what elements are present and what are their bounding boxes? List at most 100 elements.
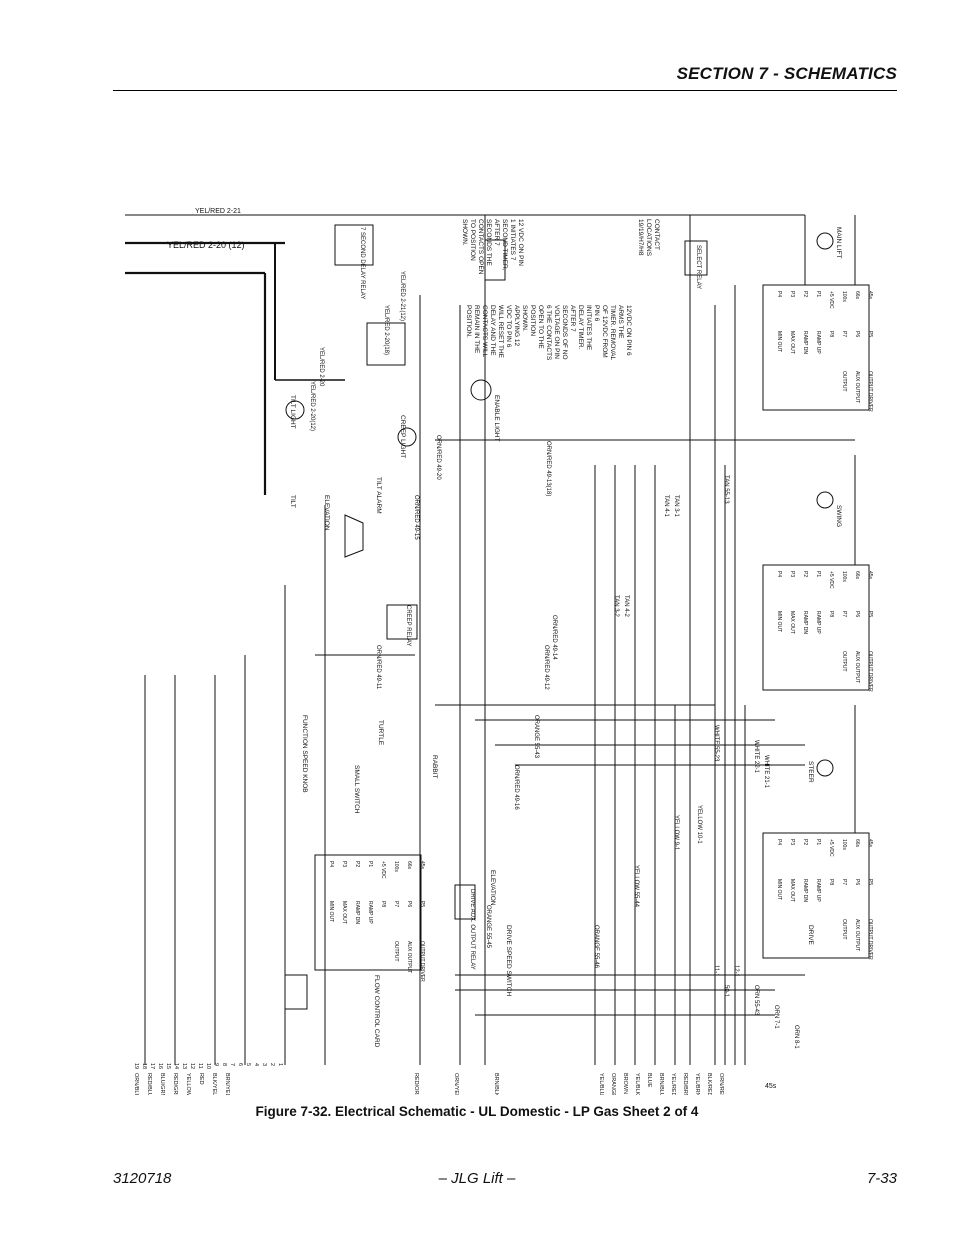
driver-card-text: P4 bbox=[328, 861, 334, 867]
function-label: FLOW CONTROL CARD bbox=[373, 975, 380, 1048]
driver-card-text: P2 bbox=[802, 571, 808, 577]
wire-label: 12-1 bbox=[733, 965, 739, 978]
driver-card-text: P6 bbox=[854, 879, 860, 885]
driver-card-text: 100s bbox=[841, 571, 847, 582]
document-number: 3120718 bbox=[113, 1170, 172, 1187]
schematic-note: DELAY TIMER. bbox=[577, 305, 584, 350]
driver-card-text: RAMP UP bbox=[815, 611, 821, 634]
wire-label: ORN/RED 49-20 bbox=[435, 435, 441, 480]
driver-card-text: MIN OUT bbox=[776, 611, 782, 632]
driver-card-text: MIN OUT bbox=[776, 879, 782, 900]
schematic-note: 1 INITIATES 7 bbox=[509, 219, 516, 261]
wire-color-code: YEL/RED bbox=[670, 1073, 676, 1095]
wire-color-code: BLK/YEL bbox=[211, 1073, 217, 1095]
footer-brand: – JLG Lift – bbox=[438, 1170, 516, 1187]
driver-card-text: 45s bbox=[867, 839, 873, 848]
function-label: ELEVATION bbox=[489, 870, 496, 906]
driver-card-text: P5 bbox=[867, 879, 873, 885]
wire-label: ORANGE 55-45 bbox=[485, 905, 491, 949]
relay-label: CREEP RELAY bbox=[405, 605, 411, 646]
driver-card-text: P8 bbox=[380, 901, 386, 907]
driver-card-text: P2 bbox=[802, 839, 808, 845]
function-label: FUNCTION SPEED KNOB bbox=[301, 715, 308, 793]
wire-label: ORN/RED 49-15 bbox=[413, 495, 419, 540]
wire-label: WHITE 22-1 bbox=[753, 740, 759, 774]
driver-card-text: AUX OUTPUT bbox=[854, 919, 860, 951]
driver-card-text: +5 VDC bbox=[828, 839, 834, 857]
schematic-note: SECONDS THE bbox=[485, 219, 492, 266]
driver-card-text: 66s bbox=[854, 291, 860, 300]
wire-label: ORN/RED 49-16 bbox=[513, 765, 519, 810]
driver-card-text: OUTPUT DRIVER bbox=[419, 941, 425, 982]
driver-card-text: 45s bbox=[867, 291, 873, 300]
figure-caption: Figure 7-32. Electrical Schematic - UL D… bbox=[255, 1104, 699, 1119]
driver-card-text: RAMP UP bbox=[815, 879, 821, 902]
wire-label: YELLOW 9-1 bbox=[673, 815, 679, 851]
wire-label: TAN 4-1 bbox=[663, 495, 669, 518]
wire-label: TAN 4-2 bbox=[623, 595, 629, 618]
wire-color-code: RED/BRN bbox=[682, 1073, 688, 1095]
wire-label: ORN/RED 49-14 bbox=[551, 615, 557, 660]
driver-card-text: P3 bbox=[789, 839, 795, 845]
driver-card-text: AUX OUTPUT bbox=[854, 371, 860, 403]
wire-color-code: ORANGE bbox=[610, 1073, 616, 1095]
wire-label: YEL/RED 2-20 bbox=[318, 347, 324, 387]
connector-pin: 11 bbox=[197, 1063, 203, 1069]
schematic-note: 12 VDC ON PIN bbox=[517, 219, 524, 266]
schematic-note: 6 THE CONTACTS bbox=[545, 305, 552, 361]
driver-card-text: OUTPUT DRIVER bbox=[867, 919, 873, 960]
driver-card-text: P1 bbox=[815, 839, 821, 845]
driver-card-text: 66s bbox=[854, 571, 860, 580]
driver-card-text: RAMP UP bbox=[367, 901, 373, 924]
schematic-note: AFTER 7 bbox=[569, 305, 576, 332]
driver-card-text: MAX OUT bbox=[789, 879, 795, 902]
driver-card-text: 45s bbox=[419, 861, 425, 870]
schematic-note: POSITION bbox=[529, 305, 536, 336]
driver-card-text: +5 VDC bbox=[828, 291, 834, 309]
driver-card-text: AUX OUTPUT bbox=[406, 941, 412, 973]
connector-pin: 5 bbox=[245, 1063, 251, 1066]
wire-label: YELLOW 55-44 bbox=[633, 865, 639, 908]
driver-card-text: P2 bbox=[354, 861, 360, 867]
wire-label: TAN 55-13 bbox=[723, 475, 729, 504]
driver-card-text: P6 bbox=[854, 331, 860, 337]
page-number: 7-33 bbox=[866, 1170, 897, 1187]
driver-card-text: P3 bbox=[341, 861, 347, 867]
connector-pin: 14 bbox=[173, 1063, 179, 1069]
wire-label: YEL/RED 2-21(12) bbox=[399, 271, 405, 321]
wire-label: ORN/RED 49-11 bbox=[375, 645, 381, 690]
driver-card-text: OUTPUT bbox=[841, 371, 847, 392]
wire-color-code: YEL/BLU bbox=[598, 1073, 604, 1095]
schematic-note: OPEN TO THE bbox=[537, 305, 544, 349]
driver-card-text: P4 bbox=[776, 839, 782, 845]
header-divider bbox=[113, 90, 897, 91]
driver-card-text: P5 bbox=[419, 901, 425, 907]
schematic-note: OF 12VDC FROM bbox=[601, 305, 608, 358]
connector-pin: 7 bbox=[229, 1063, 235, 1066]
function-label: DRIVE SPEED SWITCH bbox=[505, 925, 512, 996]
schematic-note: SHOWN. bbox=[521, 305, 528, 332]
driver-card-text: OUTPUT bbox=[841, 919, 847, 940]
driver-card-text: 66s bbox=[406, 861, 412, 870]
schematic-note: CONTACT bbox=[653, 219, 660, 250]
connector-pin: 3 bbox=[261, 1063, 267, 1066]
driver-card-text: P1 bbox=[815, 291, 821, 297]
wire-color-code: BLU/GRN bbox=[159, 1073, 165, 1095]
function-label: TILT LIGHT bbox=[289, 395, 296, 429]
schematic-note: 19/19/H7/H8 bbox=[637, 219, 644, 256]
connector-pin: 17 bbox=[149, 1063, 155, 1069]
driver-card-text: P1 bbox=[815, 571, 821, 577]
wire-label: ORN/RED 49-12 bbox=[543, 645, 549, 690]
card-line: 45s bbox=[765, 1083, 777, 1090]
driver-card-text: RAMP DN bbox=[802, 879, 808, 902]
schematic-note: 12VDC ON PIN 6 bbox=[625, 305, 632, 356]
wire-color-code: RED/ORN bbox=[413, 1073, 419, 1095]
function-label: SMALL SWITCH bbox=[353, 765, 360, 814]
function-label: ELEVATION bbox=[323, 495, 330, 531]
connector-pin: 9 bbox=[213, 1063, 219, 1066]
wire-label: TAN 3-1 bbox=[673, 495, 679, 518]
connector-pin: 4 bbox=[253, 1063, 259, 1066]
wire-label: WHITE 21-1 bbox=[763, 755, 769, 789]
wire-label: ORN/RED 49-13(18) bbox=[545, 441, 551, 496]
wire-color-code: ORN/BLU bbox=[133, 1073, 139, 1095]
